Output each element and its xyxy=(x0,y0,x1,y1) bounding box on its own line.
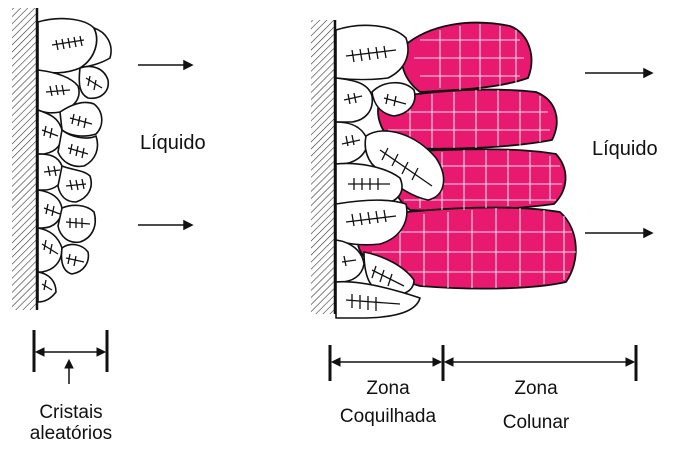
chill-grain xyxy=(336,78,372,122)
left-diagram xyxy=(12,8,192,384)
columnar-grain xyxy=(402,23,532,92)
mold-wall-right xyxy=(311,20,335,314)
chill-zone-label-line1: Zona xyxy=(336,378,440,400)
liquid-label-left: Líquido xyxy=(140,132,206,154)
columnar-zone-label-line1: Zona xyxy=(486,378,586,400)
zone-brackets xyxy=(330,345,636,381)
crystal-grain xyxy=(58,166,91,202)
columnar-zone-label-line2: Colunar xyxy=(480,412,592,434)
random-crystals-label-line1: Cristais xyxy=(22,402,120,424)
crystal-grain xyxy=(60,102,102,136)
right-diagram xyxy=(311,20,652,381)
random-crystals-bracket xyxy=(34,330,107,384)
random-crystals-label-line2: aleatórios xyxy=(16,423,126,445)
chill-zone-label-line2: Coquilhada xyxy=(316,406,460,428)
crystal-grain xyxy=(38,228,62,272)
mold-wall-left xyxy=(12,8,37,310)
liquid-label-right: Líquido xyxy=(592,138,658,160)
chill-grain xyxy=(336,122,368,164)
